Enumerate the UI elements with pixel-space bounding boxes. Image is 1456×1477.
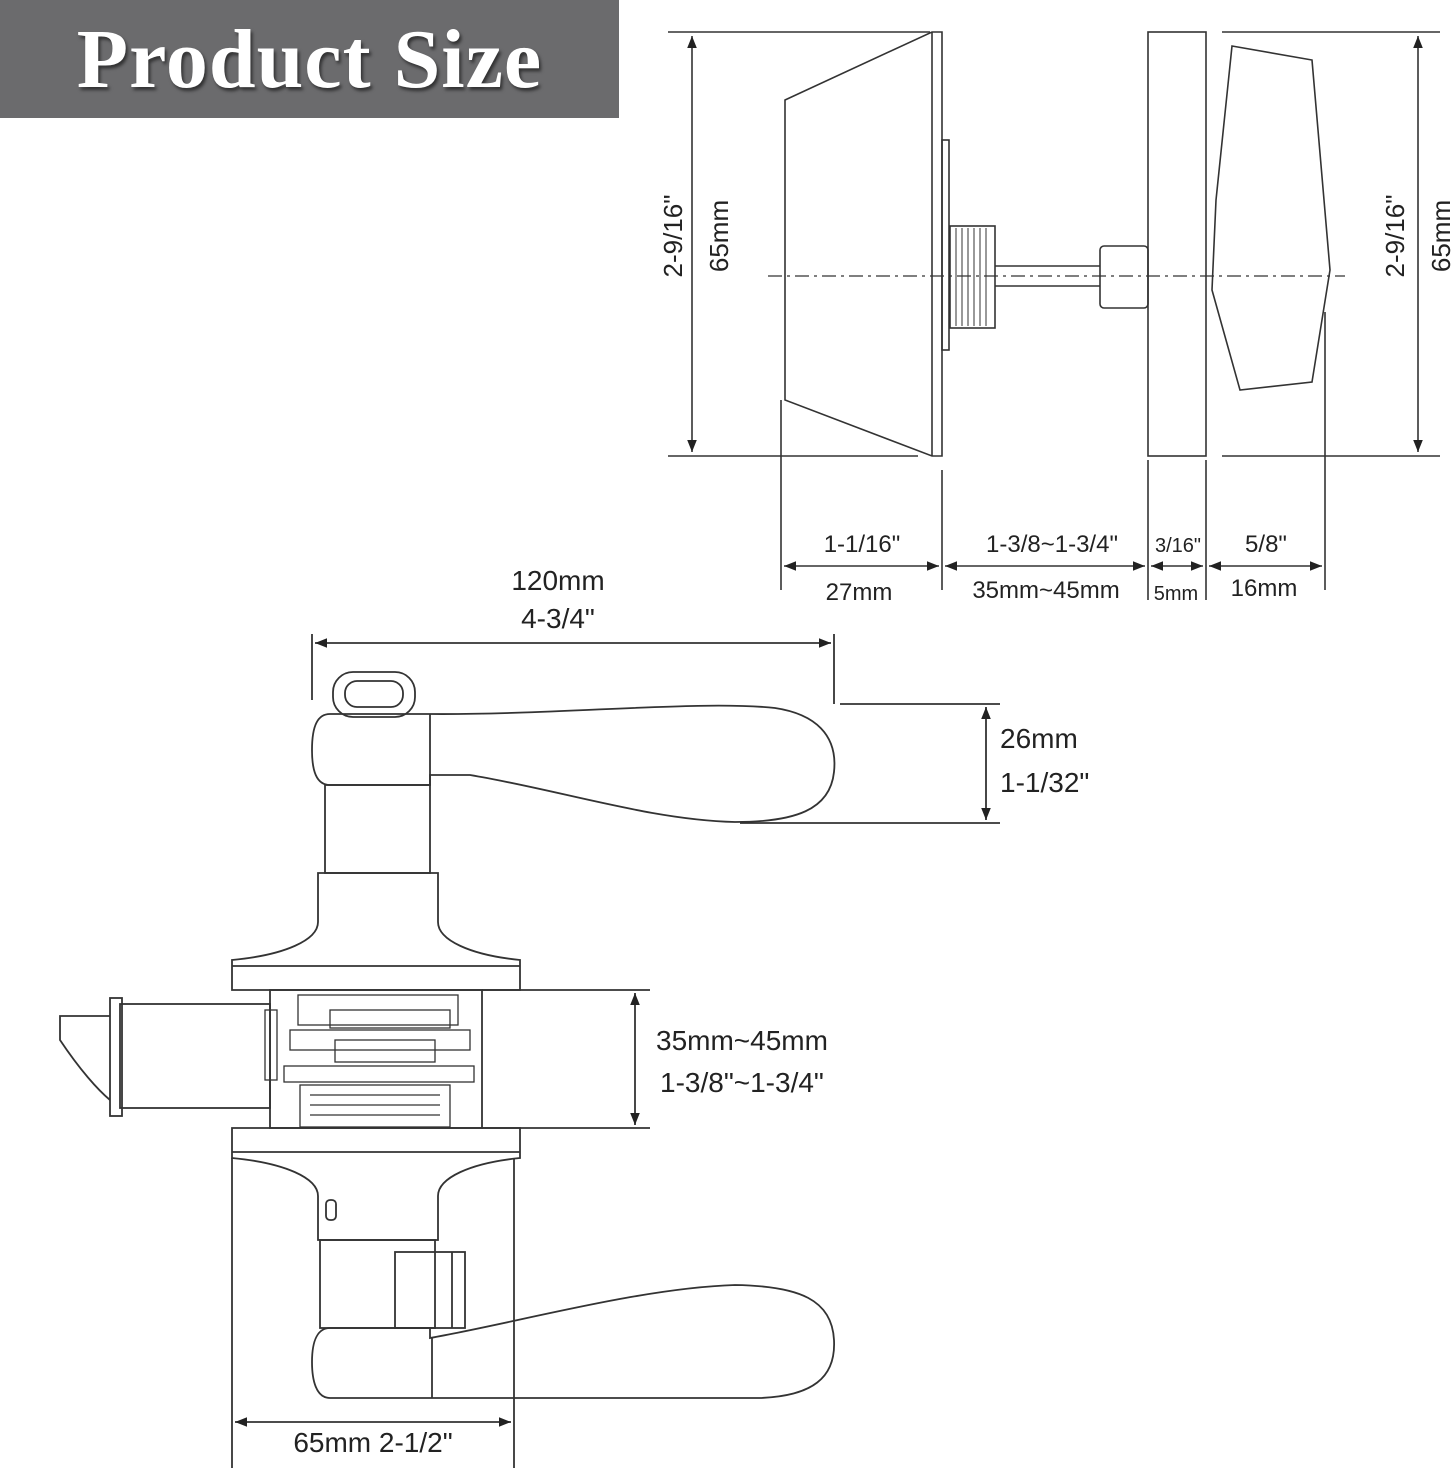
label-door-thickness-in: 1-3/8~1-3/4" xyxy=(986,531,1118,558)
label-door-mm: 35mm~45mm xyxy=(656,1025,828,1056)
label-rose-diameter: 65mm 2-1/2" xyxy=(293,1427,452,1458)
latch-body xyxy=(119,1003,271,1109)
label-height-left-mm: 65mm xyxy=(704,200,734,272)
label-turn-in: 5/8" xyxy=(1245,531,1287,558)
knurled-spindle xyxy=(949,225,996,329)
lever-key-tab xyxy=(332,671,416,718)
upper-lever xyxy=(311,704,836,823)
thumb-turn xyxy=(1211,45,1331,391)
label-height-right-in: 2-9/16" xyxy=(1380,195,1410,278)
label-rose-depth-mm: 27mm xyxy=(826,579,893,606)
lower-lever xyxy=(311,1284,835,1399)
title-banner: Product Size xyxy=(0,0,619,118)
label-lever-height-in: 1-1/32" xyxy=(1000,767,1089,798)
top-view-drawing xyxy=(668,31,1440,600)
banner-title: Product Size xyxy=(76,12,543,106)
rose-outline xyxy=(784,31,943,457)
label-lever-height-mm: 26mm xyxy=(1000,723,1078,754)
label-length-mm: 120mm xyxy=(511,565,604,596)
label-length-in: 4-3/4" xyxy=(521,603,595,634)
label-height-left-in: 2-9/16" xyxy=(658,195,688,278)
label-plate-in: 3/16" xyxy=(1155,535,1201,557)
label-height-right-mm: 65mm xyxy=(1426,200,1456,272)
lever-view-drawing xyxy=(59,634,1000,1468)
label-plate-mm: 5mm xyxy=(1154,583,1198,605)
label-door-thickness-mm: 35mm~45mm xyxy=(972,577,1119,604)
inside-plate xyxy=(1147,31,1207,457)
label-door-in: 1-3/8"~1-3/4" xyxy=(660,1067,824,1098)
label-rose-depth-in: 1-1/16" xyxy=(824,531,901,558)
label-turn-mm: 16mm xyxy=(1231,575,1298,602)
